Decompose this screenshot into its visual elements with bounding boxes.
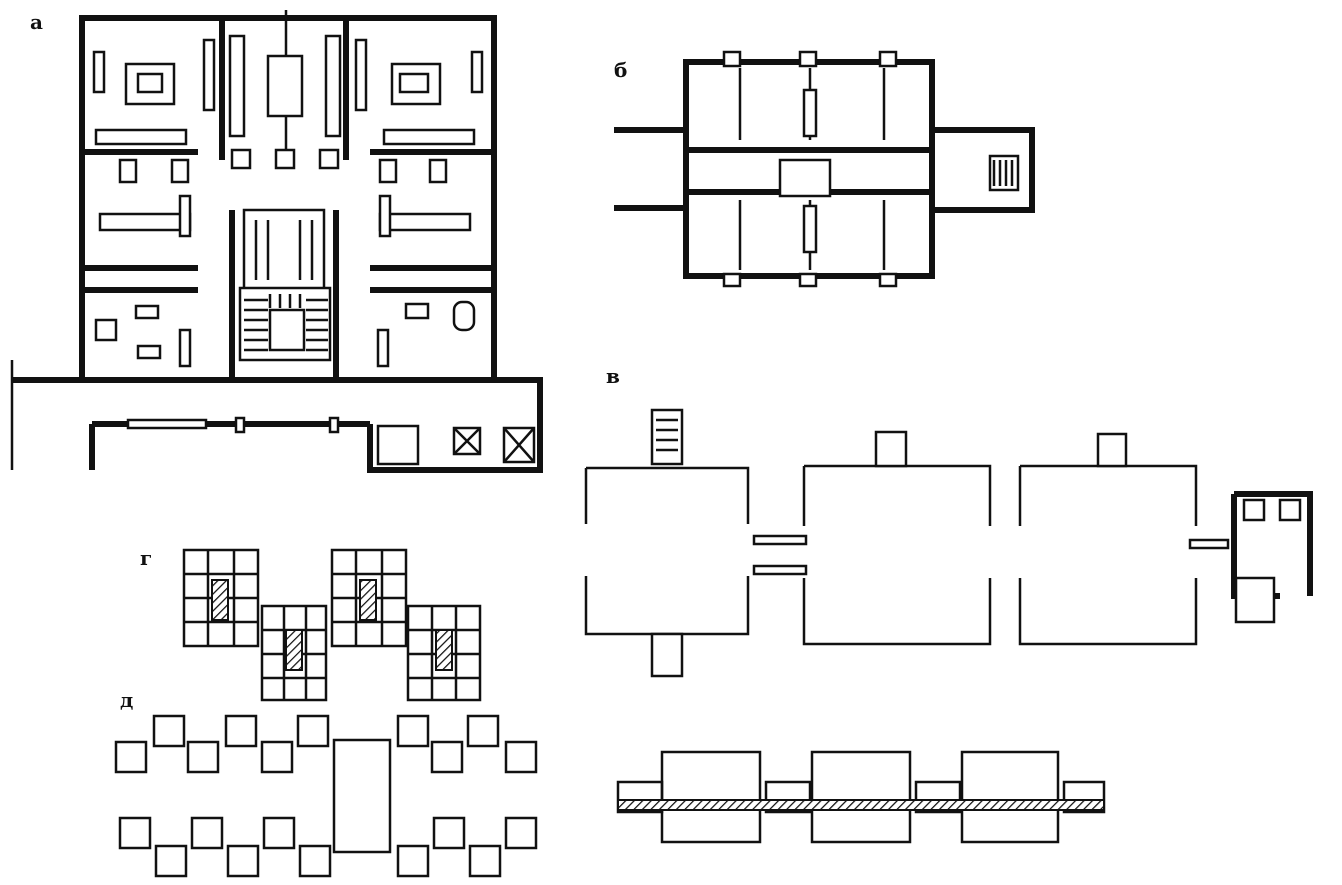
panel-label-v: в [606,364,620,388]
plan-d [114,714,538,878]
panel-label-a: а [30,10,43,34]
plan-a [10,10,543,473]
panel-label-b: б [614,58,628,82]
plan-b [614,50,1035,288]
panel-label-g: г [140,546,153,570]
plan-g [182,548,482,702]
panel-label-d: д [120,688,134,712]
plan-e [616,750,1106,844]
plan-v [584,408,1313,678]
